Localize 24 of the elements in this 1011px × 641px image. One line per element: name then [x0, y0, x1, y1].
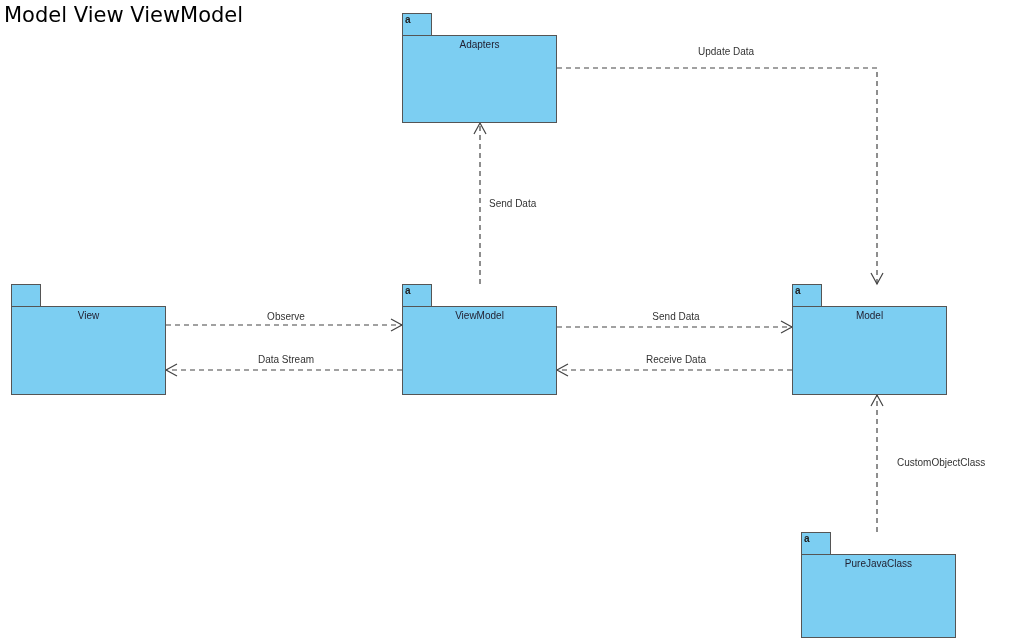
tab-label: a [795, 285, 801, 296]
package-name: Adapters [459, 39, 500, 51]
edge-label: Data Stream [255, 354, 317, 366]
edge-label: Receive Data [644, 354, 708, 366]
dependency-arrow [165, 318, 403, 332]
package-name: PureJavaClass [844, 558, 913, 570]
diagram-title: Model View ViewModel [4, 2, 244, 29]
dependency-arrow [473, 122, 487, 285]
package-name: View [77, 310, 100, 322]
edge-label: CustomObjectClass [895, 457, 988, 469]
package-name: ViewModel [455, 310, 504, 322]
dependency-arrow [556, 363, 793, 377]
tab-label: a [804, 533, 810, 544]
edge-label: Send Data [650, 311, 702, 323]
edge-label: Update Data [696, 46, 757, 58]
edge-label: Send Data [487, 198, 539, 210]
tab-label: a [405, 14, 411, 25]
dependency-arrow [556, 320, 793, 334]
edge-label: Observe [265, 311, 307, 323]
dependency-arrow [556, 67, 884, 285]
tab-label: a [405, 285, 411, 296]
package-name: Model [855, 310, 884, 322]
dependency-arrow [870, 394, 884, 533]
dependency-arrow [165, 363, 403, 377]
